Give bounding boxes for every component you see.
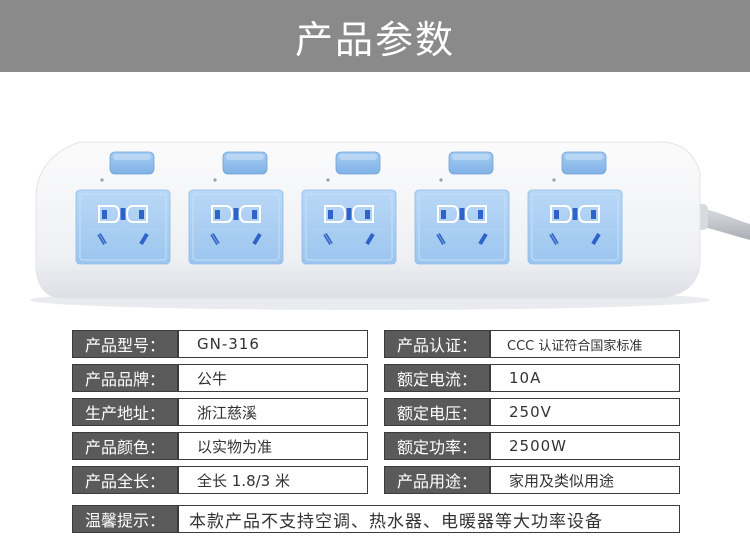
three-pin-slot-right [252,232,262,246]
two-pin-slot-right [464,205,487,223]
spec-value-usage: 家用及类似用途 [490,466,680,494]
socket-4[interactable] [414,189,510,265]
spec-label-rated-voltage: 额定电压： [384,398,490,426]
two-pin-slot-left [211,205,234,223]
three-pin-slot-left [97,232,107,246]
spec-value-model: GN-316 [178,330,368,358]
page-title: 产品参数 [294,17,455,62]
spec-label-tip: 温馨提示： [72,505,178,533]
indicator-light-3 [326,178,330,182]
product-image [0,72,750,322]
power-cable [700,208,750,240]
earth-pin-slot [346,208,352,220]
spec-label-certification: 产品认证： [384,330,490,358]
spec-value-length: 全长 1.8/3 米 [178,466,368,494]
two-pin-slot-right [125,205,148,223]
two-pin-slot-right [238,205,261,223]
two-pin-slot-left [550,205,573,223]
earth-pin-slot [572,208,578,220]
indicator-light-4 [439,178,443,182]
spec-value-origin: 浙江慈溪 [178,398,368,426]
two-pin-slot-right [577,205,600,223]
three-pin-slot-right [365,232,375,246]
spec-label-rated-power: 额定功率： [384,432,490,460]
indicator-light-2 [213,178,217,182]
spec-value-rated-current: 10A [490,364,680,392]
two-pin-slot-left [437,205,460,223]
spec-label-rated-current: 额定电流： [384,364,490,392]
three-pin-slot-left [436,232,446,246]
two-pin-slot-left [98,205,121,223]
socket-2[interactable] [188,189,284,265]
spec-value-rated-power: 2500W [490,432,680,460]
spec-label-color: 产品颜色： [72,432,178,460]
earth-pin-slot [459,208,465,220]
page-header: 产品参数 [0,0,750,72]
spec-value-tip: 本款产品不支持空调、热水器、电暖器等大功率设备 [178,505,680,533]
two-pin-slot-left [324,205,347,223]
three-pin-slot-left [323,232,333,246]
earth-pin-slot [120,208,126,220]
spec-value-certification: CCC 认证符合国家标准 [490,330,680,358]
spec-label-model: 产品型号： [72,330,178,358]
three-pin-slot-left [549,232,559,246]
spec-value-brand: 公牛 [178,364,368,392]
three-pin-slot-right [139,232,149,246]
two-pin-slot-right [351,205,374,223]
spec-value-rated-voltage: 250V [490,398,680,426]
spec-label-length: 产品全长： [72,466,178,494]
three-pin-slot-right [478,232,488,246]
three-pin-slot-right [591,232,601,246]
three-pin-slot-left [210,232,220,246]
spec-value-color: 以实物为准 [178,432,368,460]
socket-5[interactable] [527,189,623,265]
indicator-light-5 [552,178,556,182]
socket-3[interactable] [301,189,397,265]
spec-label-origin: 生产地址： [72,398,178,426]
spec-label-usage: 产品用途： [384,466,490,494]
power-strip-icon [30,141,750,310]
indicator-light-1 [100,178,104,182]
spec-label-brand: 产品品牌： [72,364,178,392]
earth-pin-slot [233,208,239,220]
socket-1[interactable] [75,189,171,265]
